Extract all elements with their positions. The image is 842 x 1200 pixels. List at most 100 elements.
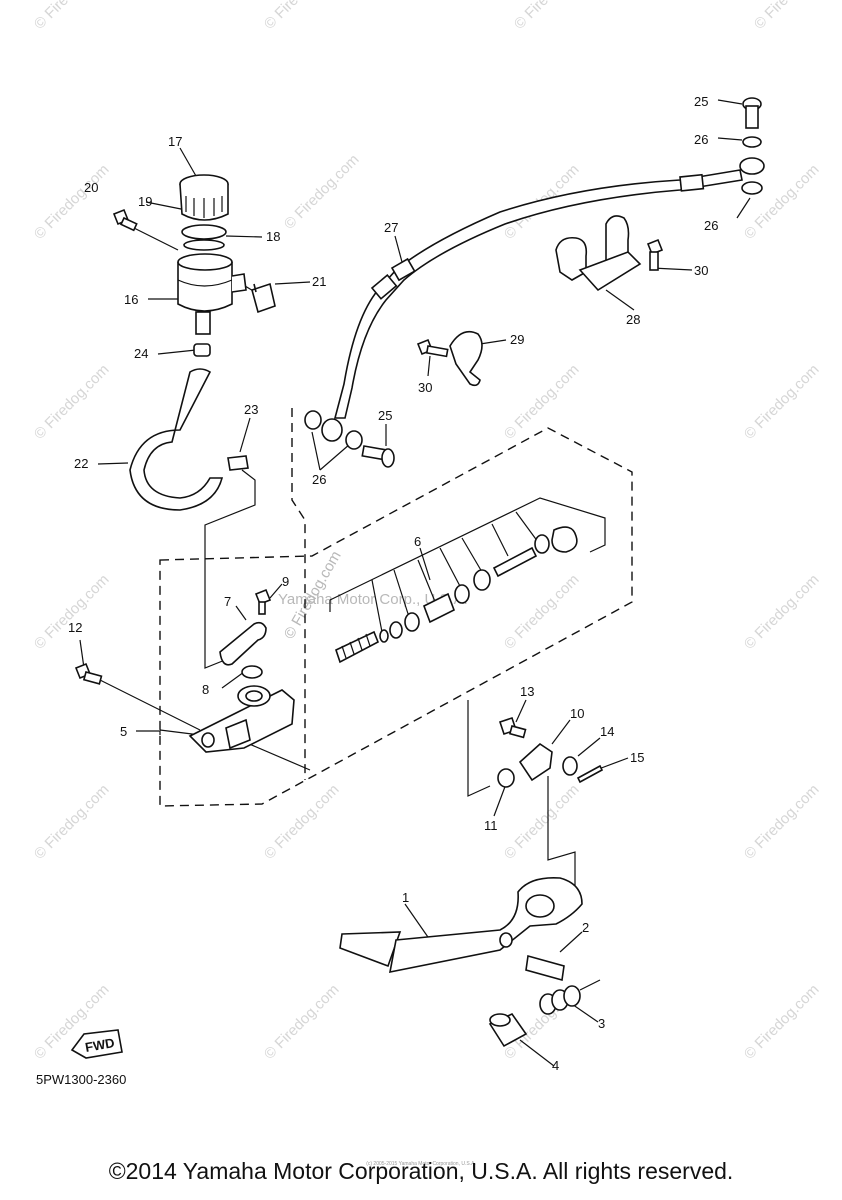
screw-9 bbox=[254, 588, 272, 615]
watermarks: © Firedog.com © Firedog.com © Firedog.co… bbox=[31, 0, 833, 1063]
callout-8: 8 bbox=[202, 682, 209, 697]
o-ring-8 bbox=[241, 665, 263, 679]
union-bolt-25-mid bbox=[361, 445, 395, 468]
bolt-13 bbox=[498, 716, 527, 739]
callout-5: 5 bbox=[120, 724, 127, 739]
callout-29: 29 bbox=[510, 332, 524, 347]
watermark: © Firedog.com bbox=[741, 361, 823, 443]
watermark: © Firedog.com bbox=[31, 161, 113, 243]
washer-14 bbox=[562, 756, 578, 776]
bolt-30-right bbox=[646, 238, 664, 271]
callout-28: 28 bbox=[626, 312, 640, 327]
fwd-arrow bbox=[70, 1029, 123, 1059]
callout-25-top: 25 bbox=[694, 94, 708, 109]
callout-13: 13 bbox=[520, 684, 534, 699]
watermark: © Firedog.com bbox=[751, 0, 833, 33]
callout-6: 6 bbox=[414, 534, 421, 549]
brake-pedal-1 bbox=[339, 876, 583, 974]
master-cylinder-5 bbox=[188, 685, 295, 753]
center-watermark: Yamaha Motor Corp., U.S.A. bbox=[278, 591, 468, 608]
bolt-30-left bbox=[416, 338, 449, 358]
watermark: © Firedog.com bbox=[501, 781, 583, 863]
watermark: © Firedog.com bbox=[261, 981, 343, 1063]
watermark: © Firedog.com bbox=[281, 151, 363, 233]
clip-23 bbox=[227, 455, 249, 471]
callout-7: 7 bbox=[224, 594, 231, 609]
watermark: © Firedog.com bbox=[31, 571, 113, 653]
washer-26-mid-b bbox=[345, 430, 363, 450]
clamp-24 bbox=[193, 343, 211, 357]
callout-18: 18 bbox=[266, 229, 280, 244]
callout-21: 21 bbox=[312, 274, 326, 289]
copyright-notice: ©2014 Yamaha Motor Corporation, U.S.A. A… bbox=[108, 1158, 734, 1184]
union-bolt-25-top bbox=[742, 97, 762, 129]
part-code: 5PW1300-2360 bbox=[36, 1072, 127, 1087]
callout-25-mid: 25 bbox=[378, 408, 392, 423]
watermark: © Firedog.com bbox=[501, 571, 583, 653]
watermark: © Firedog.com bbox=[31, 781, 113, 863]
bolt-12 bbox=[74, 662, 103, 685]
watermark: © Firedog.com bbox=[31, 361, 113, 443]
watermark: © Firedog.com bbox=[741, 981, 823, 1063]
reservoir-cap bbox=[179, 174, 229, 221]
clevis-10 bbox=[518, 742, 553, 782]
callout-14: 14 bbox=[600, 724, 614, 739]
callout-23: 23 bbox=[244, 402, 258, 417]
dashed-outlines bbox=[159, 408, 633, 807]
callout-20: 20 bbox=[84, 180, 98, 195]
shaft-bolt-2 bbox=[525, 954, 565, 982]
bracket-21 bbox=[251, 282, 276, 314]
small-copyright: (c) 2005-2015 Yamaha Motor Corporation, … bbox=[366, 1161, 476, 1167]
callout-26-mid: 26 bbox=[312, 472, 326, 487]
callout-11: 11 bbox=[484, 818, 498, 833]
callout-30-right: 30 bbox=[694, 263, 708, 278]
callout-labels: 1 2 3 4 5 6 7 8 9 10 11 12 13 14 15 16 1… bbox=[68, 94, 718, 1073]
hose-22 bbox=[129, 368, 224, 511]
callout-1: 1 bbox=[402, 890, 409, 905]
reservoir-tank bbox=[177, 253, 247, 335]
callout-9: 9 bbox=[282, 574, 289, 589]
callout-30-left: 30 bbox=[418, 380, 432, 395]
watermark: © Firedog.com bbox=[261, 0, 343, 33]
diaphragm bbox=[181, 224, 227, 240]
washer-26-top bbox=[742, 136, 762, 148]
callout-15: 15 bbox=[630, 750, 644, 765]
callout-17: 17 bbox=[168, 134, 182, 149]
parts bbox=[70, 97, 765, 1059]
washer-26-mid-a bbox=[304, 410, 322, 430]
washer-26-lower bbox=[741, 181, 763, 195]
callout-26-top: 26 bbox=[694, 132, 708, 147]
spring-3 bbox=[539, 979, 601, 1015]
callout-4: 4 bbox=[552, 1058, 559, 1073]
watermark: © Firedog.com bbox=[261, 781, 343, 863]
piston-kit-6 bbox=[335, 526, 578, 664]
callout-26-right: 26 bbox=[704, 218, 718, 233]
bushing-4 bbox=[488, 1012, 528, 1048]
hose-joint-7 bbox=[219, 621, 267, 666]
callout-12: 12 bbox=[68, 620, 82, 635]
callout-2: 2 bbox=[582, 920, 589, 935]
watermark: © Firedog.com bbox=[511, 0, 593, 33]
fwd-label: FWD bbox=[84, 1035, 116, 1055]
callout-3: 3 bbox=[598, 1016, 605, 1031]
union-fitting-mid bbox=[321, 418, 343, 442]
callout-24: 24 bbox=[134, 346, 148, 361]
watermark: © Firedog.com bbox=[741, 781, 823, 863]
callout-10: 10 bbox=[570, 706, 584, 721]
cotter-pin-15 bbox=[576, 764, 604, 784]
screw-20 bbox=[112, 208, 138, 232]
callout-22: 22 bbox=[74, 456, 88, 471]
union-fitting bbox=[739, 157, 765, 175]
nut-11 bbox=[497, 768, 515, 788]
callout-19: 19 bbox=[138, 194, 152, 209]
plate bbox=[183, 239, 225, 251]
brake-hose-27 bbox=[333, 169, 743, 419]
callout-16: 16 bbox=[124, 292, 138, 307]
watermark: © Firedog.com bbox=[31, 0, 113, 33]
bracket-29 bbox=[449, 330, 483, 387]
hose-guide-28 bbox=[555, 215, 642, 292]
callout-27: 27 bbox=[384, 220, 398, 235]
watermark: © Firedog.com bbox=[741, 571, 823, 653]
watermark: © Firedog.com bbox=[501, 361, 583, 443]
